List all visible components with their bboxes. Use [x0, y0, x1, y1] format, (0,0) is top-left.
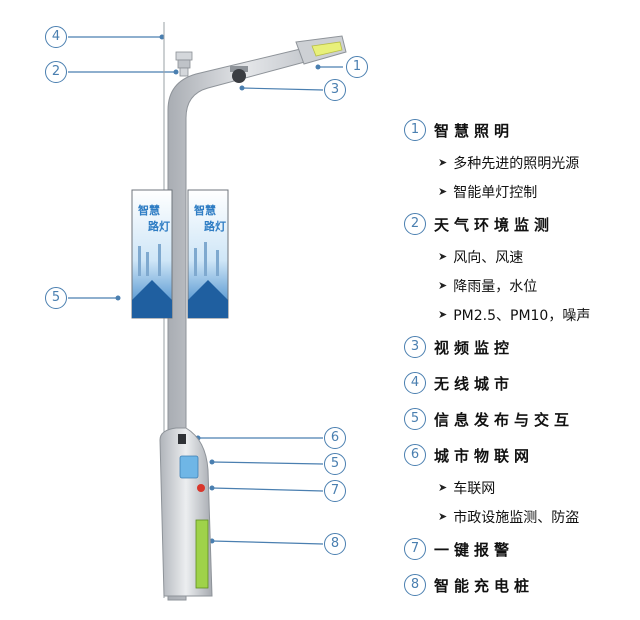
- legend-item-alarm: 7 一键报警: [404, 531, 634, 567]
- legend-title: 视频监控: [434, 338, 515, 357]
- legend-number: 7: [404, 538, 426, 560]
- banner-left-line1: 智慧: [138, 203, 160, 217]
- legend-item-weather: 2 天气环境监测: [404, 206, 634, 242]
- legend-title: 智慧照明: [434, 121, 515, 140]
- alarm-button: [197, 484, 205, 492]
- legend-number: 4: [404, 372, 426, 394]
- info-screen: [179, 455, 199, 479]
- callout-5-banner: 5: [45, 287, 67, 309]
- legend-subitem: ➤市政设施监测、防盗: [438, 509, 580, 526]
- leader-lines: [68, 36, 343, 545]
- arrow-right-icon: ➤: [438, 481, 448, 494]
- arrow-right-icon: ➤: [438, 156, 448, 169]
- legend-title: 无线城市: [434, 374, 515, 393]
- legend-title: 一键报警: [434, 540, 515, 559]
- legend-item-charging: 8 智能充电桩: [404, 567, 634, 603]
- legend-number: 5: [404, 408, 426, 430]
- legend-item-video: 3 视频监控: [404, 329, 634, 365]
- callout-6: 6: [324, 427, 346, 449]
- legend-subitem: ➤降雨量，水位: [438, 278, 538, 295]
- charger-panel: [195, 519, 209, 589]
- arrow-right-icon: ➤: [438, 250, 448, 263]
- legend-title: 智能充电桩: [434, 576, 535, 595]
- legend-item-iot: 6 城市物联网: [404, 437, 634, 473]
- arrow-right-icon: ➤: [438, 510, 448, 523]
- legend-subitem: ➤智能单灯控制: [438, 184, 538, 201]
- banner-left-line2: 路灯: [148, 219, 170, 233]
- banner-right-line1: 智慧: [194, 203, 216, 217]
- arrow-right-icon: ➤: [438, 185, 448, 198]
- legend-number: 2: [404, 213, 426, 235]
- arrow-right-icon: ➤: [438, 308, 448, 321]
- legend-number: 1: [404, 119, 426, 141]
- legend-subitem: ➤PM2.5、PM10，噪声: [438, 307, 591, 324]
- callout-3: 3: [324, 79, 346, 101]
- legend-number: 3: [404, 336, 426, 358]
- callout-7: 7: [324, 480, 346, 502]
- callout-4: 4: [45, 26, 67, 48]
- legend-item-lighting: 1 智慧照明: [404, 112, 634, 148]
- camera: [230, 66, 248, 83]
- legend-title: 信息发布与交互: [434, 410, 575, 429]
- banner-right: [187, 189, 229, 319]
- legend-number: 8: [404, 574, 426, 596]
- leader-dots: [115, 34, 321, 544]
- legend-subitem: ➤多种先进的照明光源: [438, 155, 580, 172]
- feature-legend: 1 智慧照明 ➤多种先进的照明光源 ➤智能单灯控制 2 天气环境监测 ➤风向、风…: [404, 112, 634, 603]
- banner-left: [131, 189, 173, 319]
- legend-item-wireless: 4 无线城市: [404, 365, 634, 401]
- callout-8: 8: [324, 533, 346, 555]
- legend-title: 城市物联网: [434, 446, 535, 465]
- legend-item-info: 5 信息发布与交互: [404, 401, 634, 437]
- arrow-right-icon: ➤: [438, 279, 448, 292]
- callout-1: 1: [346, 56, 368, 78]
- callout-2: 2: [45, 61, 67, 83]
- weather-sensor: [175, 51, 193, 77]
- legend-title: 天气环境监测: [434, 215, 555, 234]
- banner-right-line2: 路灯: [204, 219, 226, 233]
- callout-5-screen: 5: [324, 453, 346, 475]
- lamp-light: [311, 41, 343, 57]
- legend-subitem: ➤车联网: [438, 480, 496, 497]
- sensor-module: [178, 434, 186, 444]
- legend-number: 6: [404, 444, 426, 466]
- legend-subitem: ➤风向、风速: [438, 249, 524, 266]
